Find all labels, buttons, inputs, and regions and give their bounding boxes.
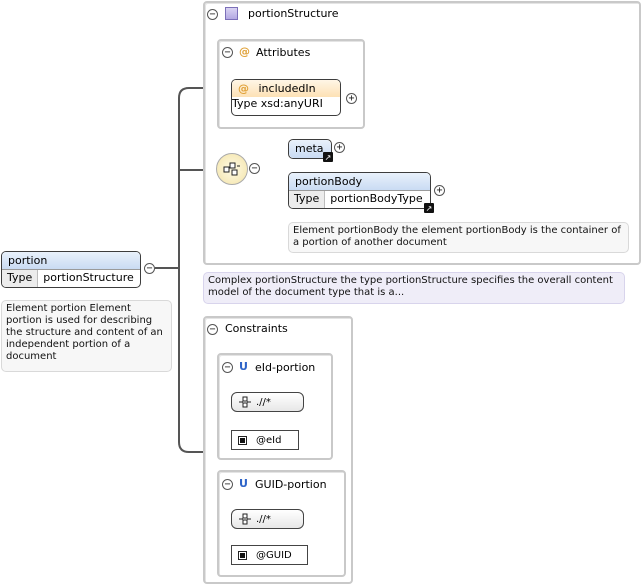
constraints-collapse-toggle[interactable]: − — [207, 324, 218, 335]
root-type-row: Type portionStructure — [2, 269, 140, 287]
root-documentation: Element portion Element portion is used … — [1, 300, 172, 372]
constraints-title: Constraints — [225, 322, 288, 335]
element-portionBody[interactable]: portionBody Type portionBodyType — [288, 172, 431, 209]
GUID-portion-name: GUID-portion — [255, 478, 327, 491]
attributes-collapse-toggle[interactable]: − — [222, 47, 233, 58]
field-icon — [238, 550, 247, 560]
selector-icon — [239, 513, 251, 525]
attribute-type-key: Type — [232, 97, 258, 110]
eId-portion-collapse-toggle[interactable]: − — [222, 362, 233, 373]
attribute-includedIn[interactable]: @ includedIn Type xsd:anyURI — [231, 79, 341, 116]
attributes-title: Attributes — [256, 46, 311, 59]
attribute-type-row: Type xsd:anyURI — [232, 97, 340, 110]
GUID-portion-field[interactable]: @GUID — [231, 545, 308, 565]
meta-name: meta — [289, 140, 331, 158]
root-collapse-toggle[interactable]: − — [144, 263, 155, 274]
complex-collapse-toggle[interactable]: − — [207, 9, 218, 20]
attribute-at-icon: @ — [238, 82, 249, 95]
eId-portion-name: eId-portion — [255, 361, 316, 374]
portionBody-expand-toggle[interactable]: + — [434, 185, 445, 196]
meta-reference-icon: ↗ — [323, 152, 333, 162]
portionBody-type-row: Type portionBodyType — [289, 190, 430, 208]
unique-badge-icon: U — [239, 360, 248, 373]
sequence-symbol-icon — [223, 162, 240, 176]
attribute-header: @ includedIn — [232, 80, 340, 97]
attributes-at-icon: @ — [239, 45, 250, 58]
GUID-portion-collapse-toggle[interactable]: − — [222, 479, 233, 490]
complex-type-icon — [225, 7, 238, 20]
GUID-portion-selector-xpath: .//* — [256, 513, 271, 525]
GUID-portion-field-xpath: @GUID — [256, 549, 292, 561]
root-element-portion[interactable]: portion Type portionStructure — [1, 251, 141, 288]
meta-expand-toggle[interactable]: + — [334, 142, 345, 153]
field-icon — [238, 435, 247, 445]
sequence-compositor-icon[interactable] — [216, 153, 248, 185]
sequence-collapse-toggle[interactable]: − — [249, 163, 260, 174]
root-type-value: portionStructure — [43, 271, 134, 284]
portionBody-reference-icon: ↗ — [424, 203, 434, 213]
attribute-type-value: xsd:anyURI — [260, 97, 323, 110]
GUID-portion-selector[interactable]: .//* — [231, 509, 304, 529]
complex-documentation: Complex portionStructure the type portio… — [203, 272, 625, 304]
eId-portion-selector[interactable]: .//* — [231, 392, 304, 412]
complex-type-title: portionStructure — [248, 7, 339, 20]
root-element-name: portion — [2, 252, 140, 269]
root-type-key: Type — [2, 270, 39, 287]
eId-portion-field[interactable]: @eId — [231, 430, 299, 450]
unique-badge-icon: U — [239, 477, 248, 490]
portionBody-type-value: portionBodyType — [330, 192, 423, 205]
portionBody-name: portionBody — [289, 173, 430, 190]
eId-portion-selector-xpath: .//* — [256, 396, 271, 408]
attribute-name: includedIn — [258, 82, 316, 95]
portionBody-type-key: Type — [289, 191, 326, 208]
element-meta[interactable]: meta — [288, 139, 332, 159]
eId-portion-field-xpath: @eId — [256, 434, 282, 446]
attribute-expand-toggle[interactable]: + — [346, 93, 357, 104]
portionBody-documentation: Element portionBody the element portionB… — [288, 222, 629, 253]
selector-icon — [239, 396, 251, 408]
